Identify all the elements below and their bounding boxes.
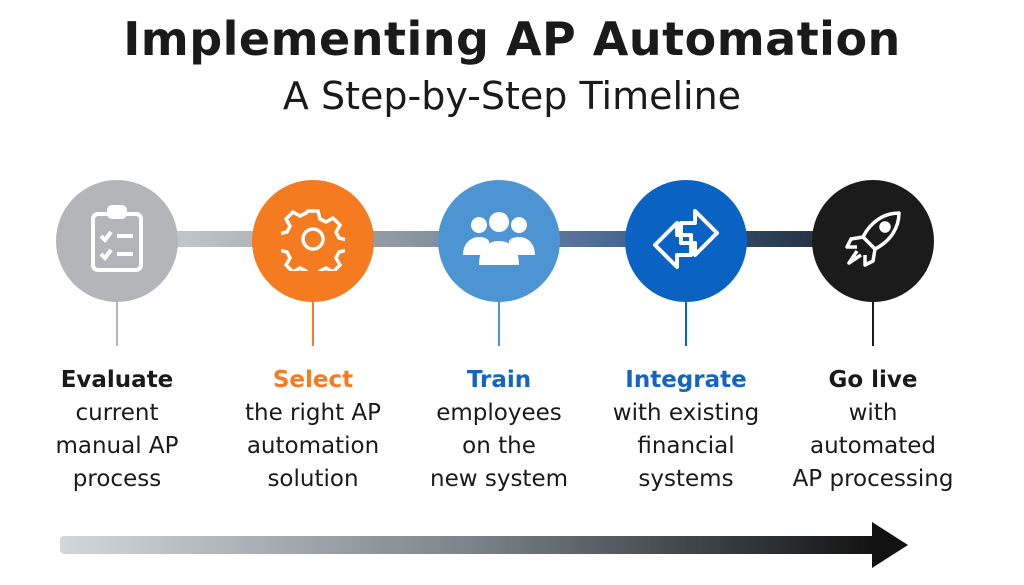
step-description-line: on the [462,433,536,459]
step-description-line: the right AP [244,400,381,426]
step-connector [498,302,500,346]
step-description-line: process [72,466,162,492]
step-description-line: systems [638,466,734,492]
timeline-step: Select the right AP automation solution [213,180,413,496]
step-description-line: manual AP [55,433,179,459]
step-heading: Evaluate [60,367,174,393]
step-connector [116,302,118,346]
step-connector [872,302,874,346]
page-subtitle: A Step-by-Step Timeline [282,74,742,118]
step-description-line: new system [430,466,568,492]
progress-arrow-icon [60,522,908,568]
step-description-line: employees [436,400,562,426]
step-heading: Select [272,367,354,393]
step-circle [252,180,374,302]
step-connector [312,302,314,346]
step-label: Evaluate current manual AP process [17,364,217,496]
step-label: Integrate with existing financial systems [586,364,786,496]
step-circle [812,180,934,302]
rocket-icon [841,207,905,275]
step-description-line: with existing [612,400,760,426]
step-description-line: AP processing [792,466,954,492]
clipboard-checklist-icon [87,204,147,278]
step-description-line: solution [267,466,359,492]
step-description-line: financial [637,433,735,459]
step-description-line: current [75,400,159,426]
timeline-step: Go live with automated AP processing [773,180,973,496]
step-circle [56,180,178,302]
timeline-step: Train employees on the new system [399,180,599,496]
timeline-step: Evaluate current manual AP process [17,180,217,496]
step-heading: Go live [828,367,918,393]
step-label: Select the right AP automation solution [213,364,413,496]
step-heading: Integrate [625,367,747,393]
step-heading: Train [466,367,532,393]
step-circle [438,180,560,302]
step-circle [625,180,747,302]
step-connector [685,302,687,346]
step-label: Train employees on the new system [399,364,599,496]
step-description-line: with [848,400,898,426]
exchange-arrows-icon [651,207,721,275]
page-title: Implementing AP Automation [123,12,901,66]
step-description-line: automation [246,433,380,459]
step-description-line: automated [809,433,937,459]
gear-icon [277,207,349,281]
people-icon [459,211,539,271]
timeline-step: Integrate with existing financial systems [586,180,786,496]
step-label: Go live with automated AP processing [773,364,973,496]
